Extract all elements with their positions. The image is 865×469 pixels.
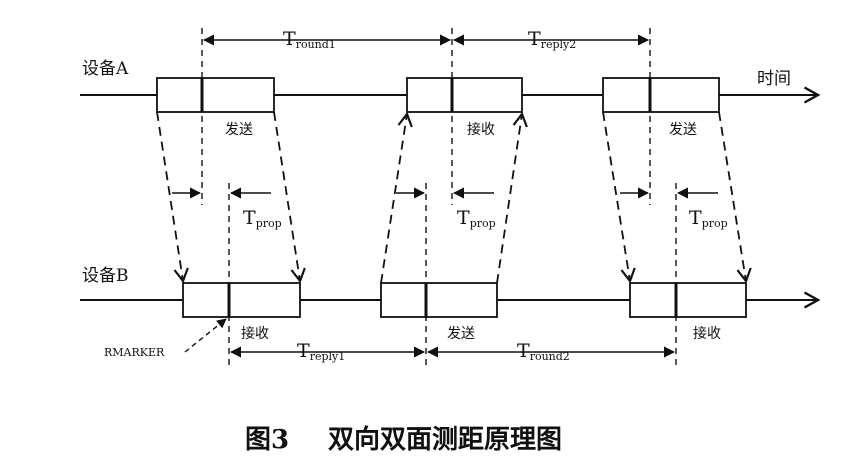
tx-arrow-3-right — [718, 111, 752, 284]
t-prop-2-label: Tprop — [457, 207, 496, 230]
time-axis-label: 时间 — [757, 69, 791, 89]
rmarker-label: RMARKER — [104, 346, 165, 359]
tx-arrow-2-right — [496, 111, 528, 284]
tx-arrow-1-right — [273, 111, 306, 284]
b-box-3-label: 接收 — [693, 325, 721, 342]
t-prop-3-label: Tprop — [689, 207, 728, 230]
device-b-label: 设备B — [82, 266, 129, 286]
a-frame-3 — [602, 77, 720, 113]
caption-title: 双向双面测距原理图 — [328, 424, 562, 455]
b-frame-1 — [182, 282, 301, 318]
b-frame-2 — [380, 282, 498, 318]
a-box-2-label: 接收 — [467, 121, 495, 138]
t-reply1-label: Treply1 — [297, 340, 345, 363]
b-box-1-label: 接收 — [241, 325, 269, 342]
b-box-2-label: 发送 — [447, 326, 475, 342]
t-round2-label: Tround2 — [517, 340, 570, 363]
tx-arrow-2-left — [380, 111, 413, 284]
caption-figure: 图3 — [245, 425, 289, 455]
b-frame-3 — [629, 282, 747, 318]
a-frame-1 — [156, 77, 275, 113]
device-a-label: 设备A — [82, 59, 129, 79]
t-prop-1-label: Tprop — [243, 207, 282, 230]
a-frame-2 — [406, 77, 523, 113]
tx-arrow-3-left — [602, 111, 636, 284]
t-round1-label: Tround1 — [283, 28, 336, 51]
t-reply2-label: Treply2 — [528, 28, 576, 51]
a-box-3-label: 发送 — [669, 122, 697, 138]
tx-arrow-1-left — [156, 111, 189, 284]
a-box-1-label: 发送 — [225, 122, 253, 138]
rmarker-pointer — [184, 318, 227, 353]
